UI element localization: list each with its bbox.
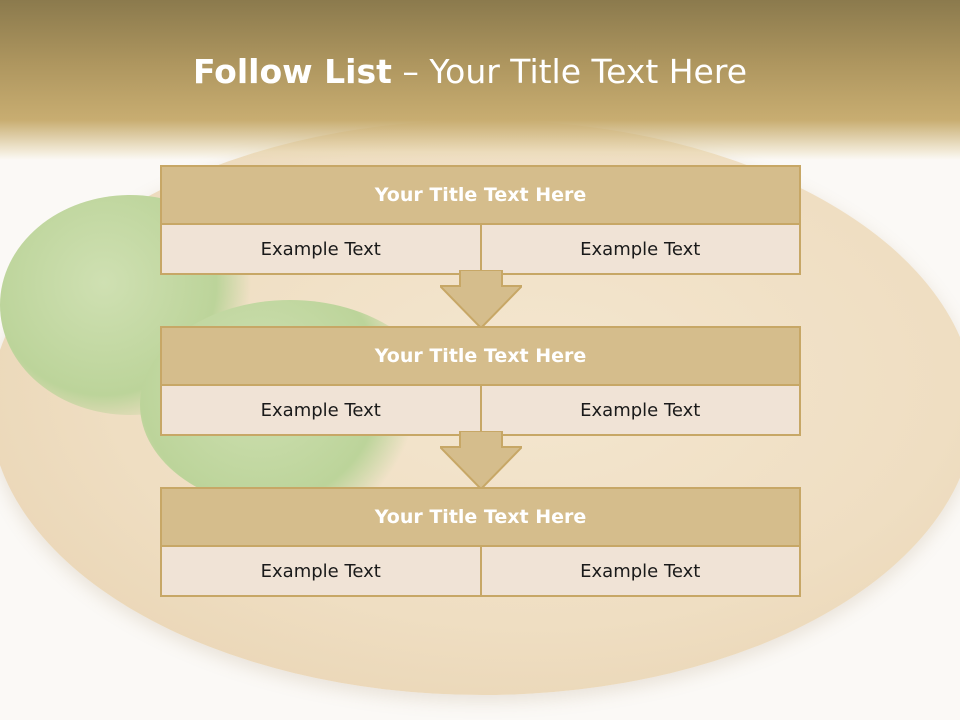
- list-block-3: Your Title Text Here Example Text Exampl…: [160, 487, 801, 597]
- block-title: Your Title Text Here: [162, 328, 799, 386]
- block-row: Example Text Example Text: [162, 547, 799, 595]
- block-cell-right: Example Text: [479, 547, 799, 595]
- block-cell-left: Example Text: [162, 547, 480, 595]
- list-block-2: Your Title Text Here Example Text Exampl…: [160, 326, 801, 436]
- block-cell-left: Example Text: [162, 225, 480, 273]
- block-title: Your Title Text Here: [162, 167, 799, 225]
- block-cell-right: Example Text: [479, 225, 799, 273]
- list-block-1: Your Title Text Here Example Text Exampl…: [160, 165, 801, 275]
- down-arrow-icon: [440, 431, 522, 489]
- page-title: Follow List – Your Title Text Here: [0, 52, 940, 91]
- block-title: Your Title Text Here: [162, 489, 799, 547]
- page-title-bold: Follow List: [192, 52, 392, 91]
- block-cell-left: Example Text: [162, 386, 480, 434]
- header-band: [0, 0, 960, 160]
- page-title-rest: – Your Title Text Here: [402, 52, 748, 91]
- down-arrow-icon: [440, 270, 522, 328]
- block-row: Example Text Example Text: [162, 225, 799, 273]
- block-row: Example Text Example Text: [162, 386, 799, 434]
- block-cell-right: Example Text: [479, 386, 799, 434]
